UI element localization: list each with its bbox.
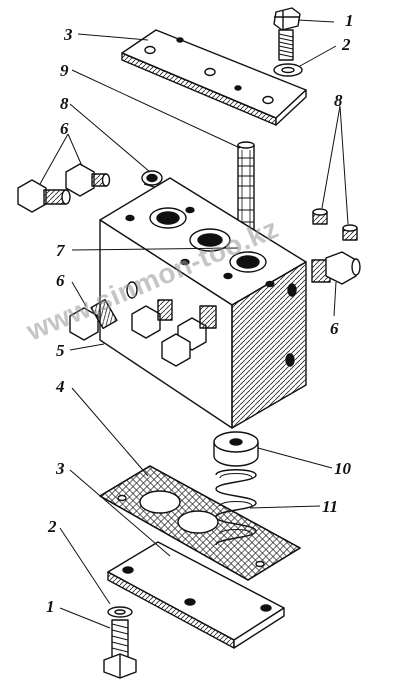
label-5-valve-body: 5 [56, 341, 65, 360]
fitting-top-left-b [65, 163, 111, 197]
set-screw-left [141, 170, 163, 189]
bottom-bolt [103, 619, 137, 679]
fitting-front-3 [161, 333, 191, 367]
fitting-front-1 [131, 299, 173, 339]
label-8-right-screws: 8 [334, 91, 343, 110]
label-9-plunger: 9 [60, 61, 69, 80]
fitting-left [69, 298, 118, 341]
label-1-bottom-bolt: 1 [46, 597, 55, 616]
label-1-top-bolt: 1 [345, 11, 354, 30]
bottom-washer [107, 606, 133, 618]
label-3-bottom-plate: 3 [56, 459, 65, 478]
label-2-bottom-washer: 2 [48, 517, 57, 536]
label-6-top-left-fittings: 6 [60, 119, 69, 138]
set-screw-right-upper [312, 208, 328, 225]
bottom-cover-plate [107, 541, 285, 649]
label-8-left-screw: 8 [60, 94, 69, 113]
top-washer [273, 63, 303, 77]
top-cover-plate [121, 29, 307, 126]
label-2-top-washer: 2 [342, 35, 351, 54]
valve-body-block [99, 177, 307, 429]
top-bolt [273, 7, 301, 61]
plunger-rod [237, 141, 255, 246]
label-6-left-fitting: 6 [56, 271, 65, 290]
label-10-valve-cap: 10 [334, 459, 351, 478]
set-screw-right-lower [342, 224, 358, 241]
fitting-right [311, 251, 361, 285]
label-3-top-plate: 3 [64, 25, 73, 44]
fitting-top-left-a [17, 179, 71, 213]
label-6-right-fitting: 6 [330, 319, 339, 338]
label-4-gasket: 4 [56, 377, 65, 396]
leader-lines [39, 19, 349, 629]
valve-cap [213, 431, 259, 467]
label-11-spring: 11 [322, 497, 339, 516]
label-7-bore: 7 [56, 241, 65, 260]
gasket [99, 465, 301, 581]
